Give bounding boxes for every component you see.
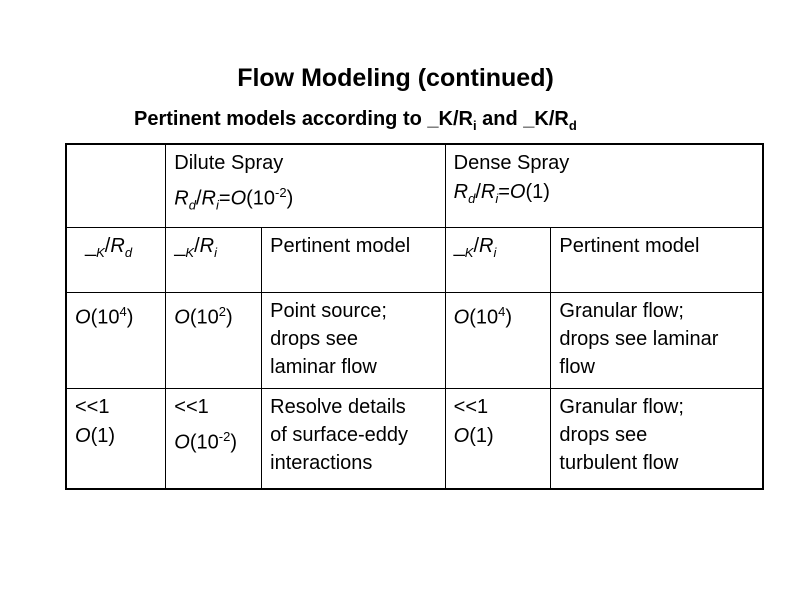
empty-corner-cell — [65, 143, 167, 228]
cell-k-ri-dense: <<1 O(1) — [444, 388, 552, 490]
dense-spray-label: Dense Spray — [453, 152, 570, 174]
subtitle-ratio-d: _K/Rd — [523, 108, 577, 133]
cell-k-rd: O(104) — [65, 291, 167, 390]
subtitle-joiner: and — [476, 108, 524, 130]
dilute-spray-condition: Rd/Ri=O(10-2) — [174, 185, 294, 213]
header-k-ri-dense: _K/Ri — [444, 227, 552, 293]
header-pertinent-model-dilute: Pertinent model — [261, 227, 446, 293]
dilute-spray-header: Dilute Spray Rd/Ri=O(10-2) — [165, 143, 446, 228]
header-pertinent-model-dense: Pertinent model — [550, 227, 764, 293]
subtitle-prefix: Pertinent models according to — [134, 108, 428, 130]
cell-k-ri-dilute: O(102) — [165, 291, 263, 390]
subtitle-ratio-i: _K/Ri — [427, 108, 477, 133]
dense-spray-header: Dense Spray Rd/Ri=O(1) — [444, 143, 764, 228]
models-table: Dilute Spray Rd/Ri=O(10-2) Dense Spray R… — [65, 143, 764, 490]
slide-title: Flow Modeling (continued) — [237, 64, 554, 92]
dense-spray-condition: Rd/Ri=O(1) — [453, 181, 550, 206]
dilute-spray-label: Dilute Spray — [174, 152, 284, 174]
table-row-regime: Dilute Spray Rd/Ri=O(10-2) Dense Spray R… — [65, 143, 764, 228]
header-k-rd: _K/Rd — [65, 227, 167, 293]
cell-k-ri-dense: O(104) — [444, 291, 552, 390]
header-k-ri-dilute: _K/Ri — [165, 227, 263, 293]
slide-subtitle: Pertinent models according to _K/Ri and … — [134, 108, 577, 133]
cell-k-rd: <<1 O(1) — [65, 388, 167, 490]
cell-k-ri-dilute: <<1 O(10-2) — [165, 388, 263, 490]
table-row-headers: _K/Rd _K/Ri Pertinent model _K/Ri Pertin… — [65, 227, 764, 293]
